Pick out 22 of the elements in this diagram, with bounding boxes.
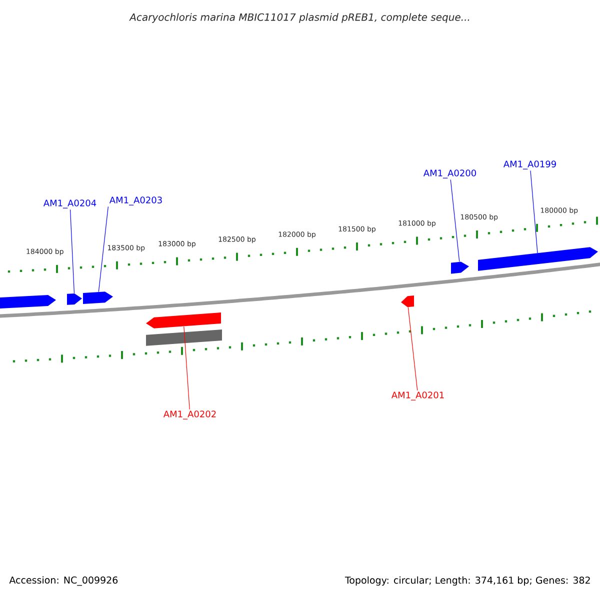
gene-label: AM1_A0199 <box>503 160 556 170</box>
gene-block <box>401 296 414 308</box>
footer-text: Topology: circular; Length: 374,161 bp; Genes: 382 <box>344 576 590 586</box>
leader-line <box>98 206 108 292</box>
title: Acaryochloris marina MBIC11017 plasmid pREB1, complete seque... <box>129 13 470 23</box>
gene-block <box>451 262 469 274</box>
footer-text: Accession: NC_009926 <box>9 576 118 586</box>
leader-line <box>70 209 75 294</box>
leader-line <box>184 326 190 410</box>
gene-label: AM1_A0204 <box>43 200 96 208</box>
gene-block <box>478 247 598 271</box>
gene-label: AM1_A0201 <box>391 392 444 400</box>
feature-bar <box>146 329 222 346</box>
leader-line <box>408 307 418 391</box>
gene-block <box>146 312 221 328</box>
gene-label: AM1_A0202 <box>163 410 216 420</box>
leader-line <box>530 170 538 254</box>
leader-line <box>450 179 460 262</box>
gene-block <box>0 294 56 309</box>
gene-block <box>67 293 82 305</box>
gene-label: AM1_A0200 <box>423 170 476 178</box>
gene-label: AM1_A0203 <box>109 196 162 206</box>
